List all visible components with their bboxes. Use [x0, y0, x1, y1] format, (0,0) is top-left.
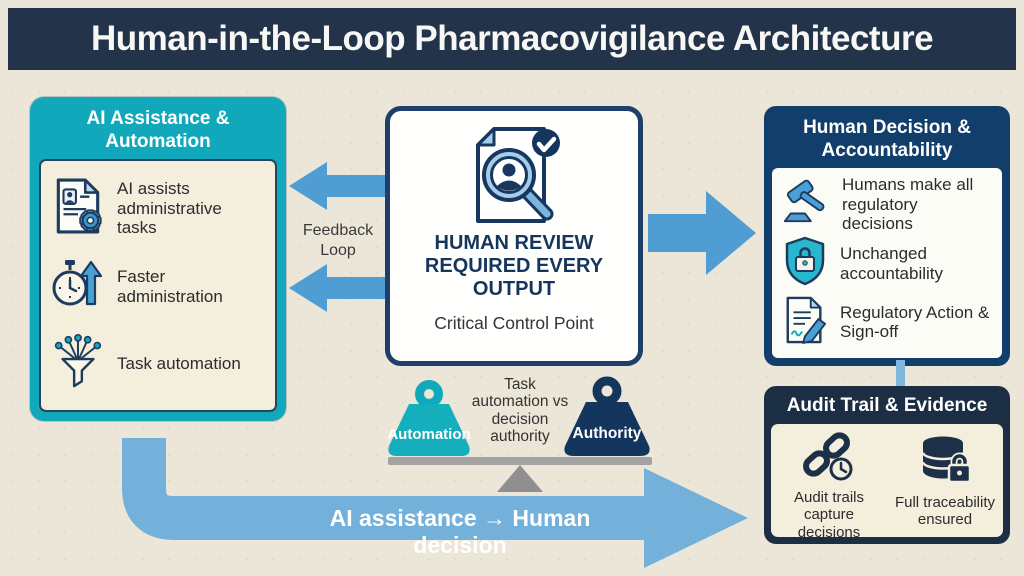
- chain-clock-icon: [801, 430, 857, 489]
- list-item: Faster administration: [51, 256, 265, 317]
- audit-trail-panel: Audit Trail & Evidence Audit trails capt…: [764, 386, 1010, 544]
- list-item: Full traceability ensured: [887, 424, 1003, 537]
- flow-arrow-label: AI assistance → Human decision: [329, 505, 591, 558]
- authority-weight-icon: [564, 376, 650, 456]
- list-item-label: Regulatory Action & Sign-off: [840, 302, 990, 342]
- list-item-label: Full traceability ensured: [894, 494, 996, 529]
- left-panel-title: AI Assistance & Automation: [86, 108, 230, 153]
- scale-fulcrum-icon: [497, 465, 543, 492]
- list-item-label: Unchanged accountability: [840, 244, 944, 283]
- left-panel-body: AI assists administrative tasks Faster a…: [39, 159, 277, 412]
- left-panel-ai-assistance: AI Assistance & Automation: [30, 97, 286, 421]
- list-item-label: Faster administration: [117, 267, 223, 306]
- center-subheading: Critical Control Point: [434, 312, 594, 333]
- document-review-icon: [462, 123, 566, 232]
- page-title: Human-in-the-Loop Pharmacovigilance Arch…: [90, 19, 934, 58]
- scale-beam: [388, 457, 652, 465]
- stopwatch-arrow-icon: [51, 256, 105, 317]
- shield-lock-icon: [782, 236, 828, 291]
- list-item-label: Audit trails capture decisions: [793, 489, 865, 541]
- right-panel-human-decision: Human Decision & Accountability Humans m…: [764, 106, 1010, 366]
- flow-arrow-icon: [122, 438, 748, 568]
- list-item: Humans make all regulatory decisions: [782, 175, 992, 233]
- list-item-label: AI assists administrative tasks: [117, 179, 222, 238]
- title-bar: Human-in-the-Loop Pharmacovigilance Arch…: [8, 8, 1016, 70]
- list-item-label: Task automation: [117, 353, 241, 373]
- funnel-network-icon: [51, 333, 105, 394]
- list-item-label: Humans make all regulatory decisions: [842, 175, 974, 234]
- document-gear-icon: [51, 177, 105, 240]
- audit-panel-title: Audit Trail & Evidence: [786, 395, 988, 416]
- list-item: Regulatory Action & Sign-off: [782, 294, 992, 351]
- right-panel-body: Humans make all regulatory decisions Unc…: [772, 168, 1002, 358]
- center-panel-human-review: HUMAN REVIEW REQUIRED EVERY OUTPUT Criti…: [385, 106, 643, 366]
- feedback-loop-label: Feedback Loop: [302, 222, 374, 259]
- authority-weight-label: Authority: [572, 425, 642, 442]
- gavel-icon: [782, 177, 830, 232]
- feedback-arrow-bottom-icon: [289, 264, 387, 312]
- database-lock-icon: [917, 433, 973, 492]
- document-pen-icon: [782, 294, 828, 351]
- scale-caption: Task automation vs decision authority: [471, 376, 569, 446]
- list-item: Task automation: [51, 333, 265, 394]
- center-heading-line1: HUMAN REVIEW: [434, 232, 594, 254]
- center-heading-line2: REQUIRED EVERY OUTPUT: [424, 255, 604, 301]
- list-item: Unchanged accountability: [782, 236, 992, 291]
- audit-panel-body: Audit trails capture decisions Full trac…: [771, 424, 1003, 541]
- right-panel-title: Human Decision & Accountability: [803, 117, 971, 162]
- automation-weight-label: Automation: [387, 426, 471, 443]
- panel-connector-line: [896, 360, 905, 390]
- feedback-arrow-top-icon: [289, 162, 387, 210]
- automation-weight-icon: [388, 380, 470, 456]
- list-item: AI assists administrative tasks: [51, 177, 265, 240]
- list-item: Audit trails capture decisions: [771, 424, 887, 541]
- handoff-arrow-right-icon: [648, 191, 756, 275]
